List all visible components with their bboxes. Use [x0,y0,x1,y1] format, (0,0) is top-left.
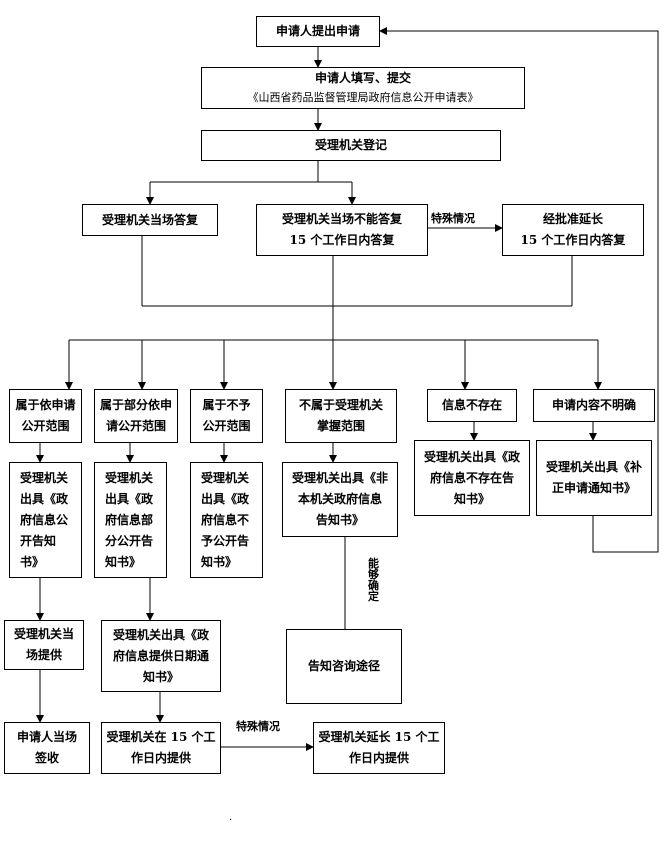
node-scope-partial: 属于部分依申 请公开范围 [94,389,178,443]
node-onsite-reply: 受理机关当场答复 [82,204,218,236]
node-extend-15-text: 受理机关延长 15 个工 作日内提供 [318,730,440,765]
node-notice-absent: 受理机关出具《政 府信息不存在告 知书》 [414,440,530,516]
node-no-onsite-text: 受理机关当场不能答复 15 个工作日内答复 [281,212,402,247]
node-receive-text: 申请人当场 签收 [16,730,77,765]
node-notice-partial: 受理机关 出具《政 府信息部 分公开告 知书》 [94,462,167,578]
node-receive: 申请人当场 签收 [4,722,90,774]
node-extend-15: 受理机关延长 15 个工 作日内提供 [313,722,445,774]
node-scope-not-agency: 不属于受理机关 掌握范围 [285,389,397,443]
node-register-text: 受理机关登记 [314,138,387,152]
node-info-absent-text: 信息不存在 [441,398,502,412]
node-notice-public: 受理机关 出具《政 府信息公 开告知 书》 [9,462,82,578]
node-onsite-provide: 受理机关当 场提供 [4,620,84,670]
node-notice-public-text: 受理机关 出具《政 府信息公 开告知 书》 [20,470,69,569]
node-fill-form: 申请人填写、提交 《山西省药品监督管理局政府信息公开申请表》 [201,67,525,109]
node-apply: 申请人提出申请 [256,16,380,47]
node-notice-correct-text: 受理机关出具《补 正申请通知书》 [545,460,642,495]
node-notice-none: 受理机关 出具《政 府信息不 予公开告 知书》 [190,462,263,578]
node-scope-not-agency-text: 不属于受理机关 掌握范围 [298,398,383,433]
node-unclear: 申请内容不明确 [533,389,655,422]
node-unclear-text: 申请内容不明确 [551,398,636,412]
label-special-case-provide: 特殊情况 [236,720,280,733]
node-notice-partial-text: 受理机关 出具《政 府信息部 分公开告 知书》 [105,470,154,569]
node-notice-correct: 受理机关出具《补 正申请通知书》 [536,440,652,516]
node-no-onsite: 受理机关当场不能答复 15 个工作日内答复 [256,204,428,256]
node-date-notice: 受理机关出具《政 府信息提供日期通 知书》 [101,620,221,692]
node-scope-public: 属于依申请 公开范围 [9,389,82,443]
node-scope-none: 属于不予 公开范围 [190,389,263,443]
node-consult-text: 告知咨询途径 [307,659,380,673]
node-fill-form-name: 《山西省药品监督管理局政府信息公开申请表》 [247,91,479,104]
node-date-notice-text: 受理机关出具《政 府信息提供日期通 知书》 [112,627,209,684]
node-notice-not-agency: 受理机关出具《非 本机关政府信息 告知书》 [282,462,398,537]
node-onsite-provide-text: 受理机关当 场提供 [13,627,74,662]
node-scope-none-text: 属于不予 公开范围 [202,398,251,433]
node-notice-not-agency-text: 受理机关出具《非 本机关政府信息 告知书》 [291,471,388,527]
node-fill-title: 申请人填写、提交 [314,71,411,85]
node-provide-15-text: 受理机关在 15 个工 作日内提供 [106,730,216,765]
node-notice-absent-text: 受理机关出具《政 府信息不存在告 知书》 [423,449,520,506]
node-scope-partial-text: 属于部分依申 请公开范围 [99,398,172,433]
node-notice-none-text: 受理机关 出具《政 府信息不 予公开告 知书》 [201,470,250,569]
node-onsite-reply-text: 受理机关当场答复 [101,212,198,227]
node-provide-15: 受理机关在 15 个工 作日内提供 [101,722,221,774]
label-can-determine: 能够确定 [368,557,379,603]
node-apply-text: 申请人提出申请 [275,24,360,38]
node-info-absent: 信息不存在 [427,389,517,422]
feedback-loop [379,27,659,553]
node-scope-public-text: 属于依申请 公开范围 [15,398,76,433]
footer-mark: . [229,812,233,823]
label-special-case-extend: 特殊情况 [431,212,475,225]
node-extend-text: 经批准延长 15 个工作日内答复 [520,212,626,247]
node-consult: 告知咨询途径 [286,629,402,704]
node-register: 受理机关登记 [201,130,501,161]
node-extend: 经批准延长 15 个工作日内答复 [502,204,644,256]
